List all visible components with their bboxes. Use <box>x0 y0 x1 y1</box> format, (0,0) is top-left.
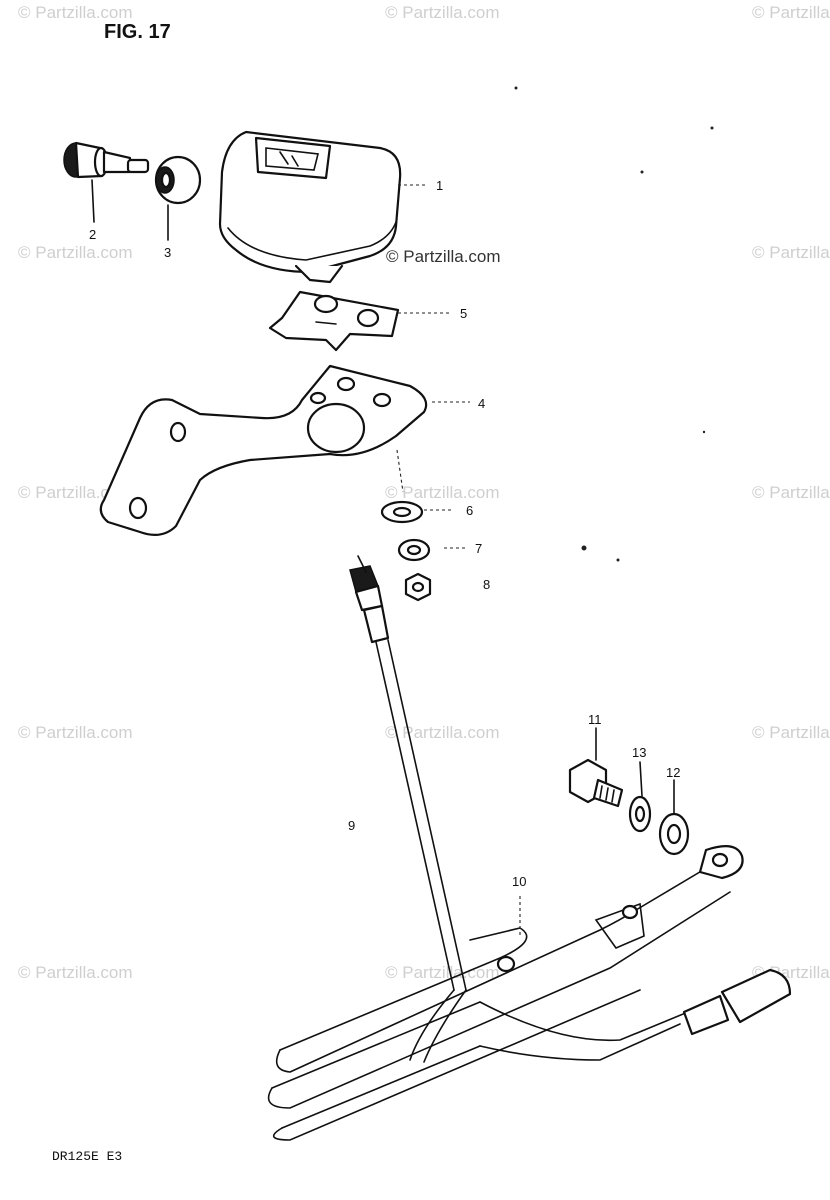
watermark: © Partzilla.com <box>18 963 133 982</box>
watermark: © Partzilla.com <box>18 723 133 742</box>
callout-9[interactable]: 9 <box>348 818 355 833</box>
callout-5[interactable]: 5 <box>460 306 467 321</box>
callout-labels: 1 2 3 4 5 6 7 8 9 10 11 12 13 <box>89 178 680 889</box>
figure-title: FIG. 17 <box>104 21 171 43</box>
watermark: © Partzilla.com <box>18 3 133 22</box>
watermark: © Partzilla.com <box>752 3 830 22</box>
watermark: © Partzilla.com <box>752 723 830 742</box>
part-mounting-plate[interactable] <box>268 290 400 352</box>
watermark: © Partzilla.com <box>385 723 500 742</box>
model-code: DR125E E3 <box>52 1149 122 1164</box>
watermark: © Partzilla.com <box>385 3 500 22</box>
watermark: © Partzilla.com <box>18 243 133 262</box>
scan-specks <box>514 86 714 562</box>
leader-line <box>396 449 404 493</box>
center-watermark: © Partzilla.com <box>386 247 501 266</box>
part-cable[interactable] <box>349 555 467 1063</box>
part-flat-washer[interactable] <box>658 779 690 856</box>
callout-1[interactable]: 1 <box>436 178 443 193</box>
callout-6[interactable]: 6 <box>466 503 473 518</box>
watermark: © Partzilla.com <box>18 483 133 502</box>
part-lock-washer[interactable] <box>397 538 431 562</box>
part-bolt[interactable] <box>568 727 624 808</box>
part-nut[interactable] <box>404 572 432 602</box>
callout-3[interactable]: 3 <box>164 245 171 260</box>
callout-11[interactable]: 11 <box>588 712 602 727</box>
callout-2[interactable]: 2 <box>89 227 96 242</box>
part-connector-plug[interactable] <box>63 141 150 223</box>
callout-10[interactable]: 10 <box>512 874 526 889</box>
part-regulator-box[interactable] <box>218 130 402 284</box>
watermark: © Partzilla.com <box>385 483 500 502</box>
watermark: © Partzilla.com <box>385 963 500 982</box>
callout-13[interactable]: 13 <box>632 745 646 760</box>
callout-8[interactable]: 8 <box>483 577 490 592</box>
callout-7[interactable]: 7 <box>475 541 482 556</box>
callout-4[interactable]: 4 <box>478 396 485 411</box>
callout-12[interactable]: 12 <box>666 765 680 780</box>
part-washer[interactable] <box>380 500 424 524</box>
part-spring-washer[interactable] <box>628 761 652 833</box>
part-bracket[interactable] <box>99 364 428 537</box>
watermark: © Partzilla.com <box>752 483 830 502</box>
part-wire-harness[interactable] <box>267 845 792 1141</box>
watermark: © Partzilla.com <box>752 243 830 262</box>
part-grommet[interactable] <box>154 155 202 241</box>
